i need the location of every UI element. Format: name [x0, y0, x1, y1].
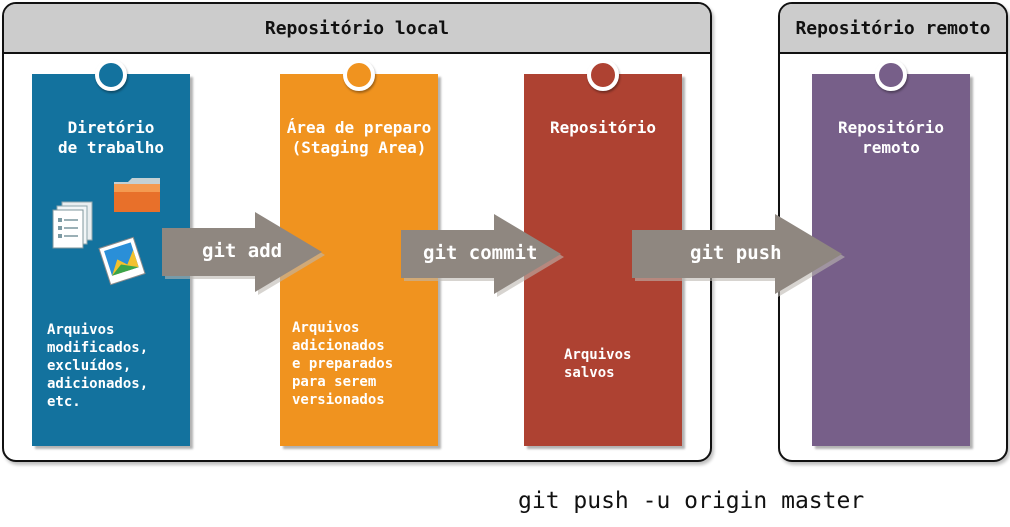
repository-description: Arquivos salvos [564, 347, 632, 381]
remote-repository-title: Repositório remoto [780, 4, 1006, 54]
git-commit-label: git commit [423, 242, 538, 264]
repository-title: Repositório [550, 118, 656, 137]
git-push-arrow: git push [632, 214, 845, 297]
remote-pin [875, 59, 907, 91]
documents-icon [52, 200, 98, 250]
git-add-label: git add [202, 240, 283, 262]
remote-title: Repositório remoto [838, 118, 944, 157]
image-icon [96, 234, 148, 288]
command-text: git push -u origin master [518, 488, 865, 514]
staging-area-pin [343, 59, 375, 91]
staging-area-description: Arquivos adicionados e preparados para s… [292, 320, 394, 408]
working-directory-title: Diretório de trabalho [58, 118, 164, 157]
git-add-arrow: git add [162, 212, 325, 295]
repository-pin [587, 59, 619, 91]
working-directory-pin [95, 59, 127, 91]
staging-area-title: Área de preparo (Staging Area) [286, 118, 432, 157]
git-commit-arrow: git commit [401, 214, 564, 297]
local-repository-title: Repositório local [4, 4, 710, 54]
working-directory-description: Arquivos modificados, excluídos, adicion… [47, 322, 149, 410]
git-push-label: git push [690, 242, 782, 264]
folder-icon [112, 174, 162, 214]
